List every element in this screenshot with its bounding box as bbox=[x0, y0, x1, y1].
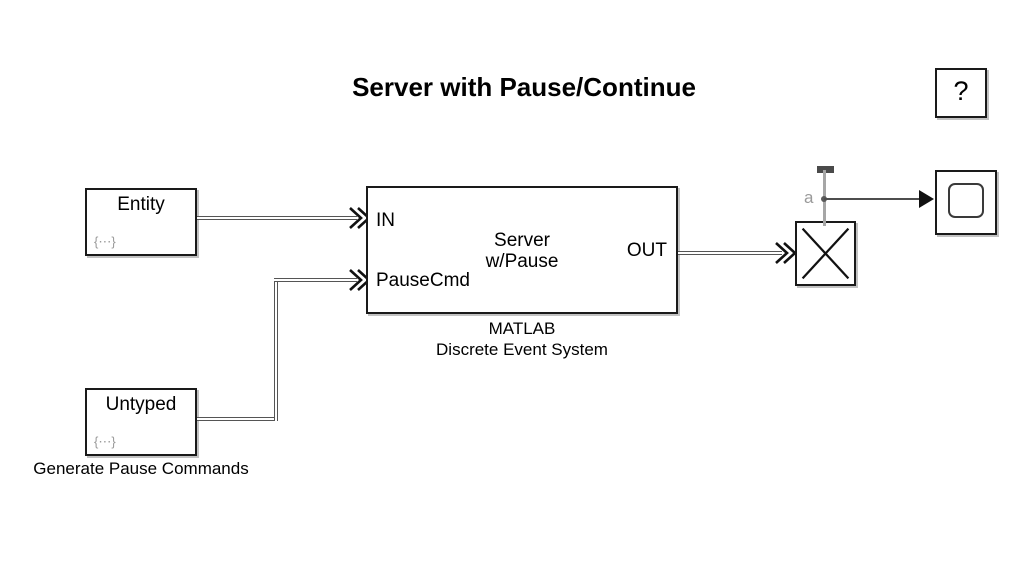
scope-screen-icon bbox=[948, 183, 984, 218]
entity-generator-block[interactable]: Entity {⋯} bbox=[85, 188, 197, 256]
help-block[interactable]: ? bbox=[935, 68, 987, 118]
entity-line-out-to-terminator[interactable] bbox=[678, 251, 782, 255]
entity-generator-title: Entity bbox=[117, 194, 165, 215]
matlab-discrete-event-system-block[interactable]: IN PauseCmd OUT Server w/Pause bbox=[366, 186, 678, 314]
des-center-line2: w/Pause bbox=[485, 251, 559, 272]
scope-block[interactable] bbox=[935, 170, 997, 235]
des-block-caption: MATLAB Discrete Event System bbox=[366, 318, 678, 360]
entity-arrowhead-in bbox=[349, 207, 369, 229]
des-caption-line1: MATLAB bbox=[488, 319, 556, 338]
untyped-generator-block[interactable]: Untyped {⋯} bbox=[85, 388, 197, 456]
des-center-line1: Server bbox=[494, 230, 550, 251]
signal-line-probe-to-scope[interactable] bbox=[824, 198, 921, 200]
des-block-center-text: Server w/Pause bbox=[368, 230, 676, 272]
untyped-generator-caption: Generate Pause Commands bbox=[33, 459, 249, 478]
port-label-pausecmd: PauseCmd bbox=[376, 270, 470, 291]
entity-arrowhead-pausecmd bbox=[349, 269, 369, 291]
entity-line-untyped-seg-h2[interactable] bbox=[274, 278, 357, 282]
entity-arrowhead-terminator bbox=[775, 242, 795, 264]
entity-line-generator-to-in[interactable] bbox=[197, 216, 357, 220]
untyped-generator-detail: {⋯} bbox=[94, 434, 116, 449]
entity-generator-detail: {⋯} bbox=[94, 234, 116, 249]
entity-terminator-block[interactable] bbox=[795, 221, 856, 286]
signal-label-a: a bbox=[804, 188, 814, 207]
question-mark-icon: ? bbox=[953, 76, 969, 106]
probe-cap bbox=[817, 166, 834, 173]
signal-arrowhead-scope bbox=[919, 190, 934, 208]
untyped-generator-title: Untyped bbox=[105, 394, 177, 415]
port-label-in: IN bbox=[376, 210, 395, 231]
page-title: Server with Pause/Continue bbox=[352, 72, 696, 102]
des-caption-line2: Discrete Event System bbox=[436, 340, 608, 359]
entity-line-untyped-seg-v[interactable] bbox=[274, 278, 278, 421]
x-cross-icon bbox=[801, 227, 850, 280]
entity-line-untyped-seg-h1[interactable] bbox=[197, 417, 278, 421]
port-label-out: OUT bbox=[626, 240, 667, 261]
